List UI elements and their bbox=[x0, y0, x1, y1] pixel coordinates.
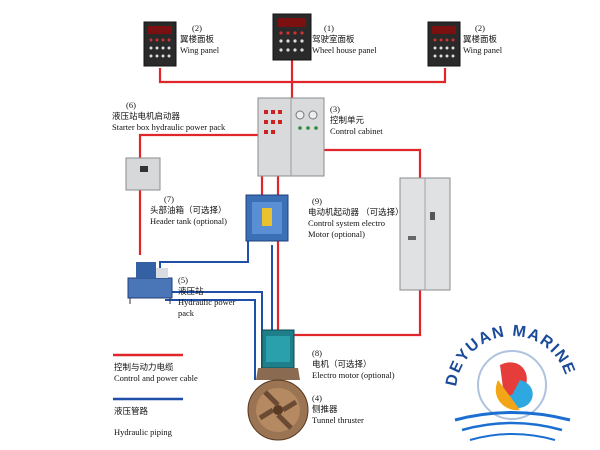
hydraulic-power-pack bbox=[127, 262, 173, 304]
tunnel-thruster-label: (4) 侧推器 Tunnel thruster bbox=[312, 393, 364, 425]
header-tank bbox=[245, 194, 289, 242]
hydraulic-pack-label: (5) 液压站 Hydraulic power pack bbox=[178, 275, 236, 318]
starter-box bbox=[125, 157, 161, 191]
cable-wing-bus bbox=[158, 68, 447, 84]
motor-starter-cabinet bbox=[399, 177, 451, 291]
wing-panel-left bbox=[143, 21, 177, 67]
legend-power: 控制与动力电缆 Control and power cable bbox=[114, 362, 198, 383]
starter-box-label: (6) 液压站电机启动器 Starter box hydraulic power… bbox=[112, 100, 226, 132]
legend-hydraulic: 液压管路 Hydraulic piping bbox=[114, 406, 172, 437]
electro-motor bbox=[261, 329, 295, 369]
cable-cabinet-starter bbox=[138, 133, 258, 162]
wheelhouse-panel bbox=[272, 13, 312, 61]
pipe-tank-pack-1 bbox=[159, 238, 249, 270]
wing-panel-left-label: (2) 翼楼面板 Wing panel bbox=[180, 23, 220, 55]
tunnel-thruster bbox=[247, 368, 309, 441]
wing-panel-right-label: (2) 翼楼面板 Wing panel bbox=[463, 23, 503, 55]
wing-panel-right bbox=[427, 21, 461, 67]
control-cabinet-label: (3) 控制单元 Control cabinet bbox=[330, 104, 383, 136]
electro-motor-label: (8) 电机（可选择） Electro motor (optional) bbox=[312, 348, 395, 380]
deyuan-logo: DEYUAN MARINE bbox=[443, 323, 577, 441]
wheelhouse-label: (1) 驾驶室面板 Wheel house panel bbox=[312, 23, 377, 55]
pipe-pack-thruster-1 bbox=[165, 299, 256, 380]
cable-motorstarter-motor bbox=[290, 290, 422, 337]
cable-cabinet-motorstarter bbox=[320, 148, 422, 180]
header-tank-label: (7) 头部油箱（可选择） Header tank (optional) bbox=[150, 194, 227, 226]
control-cabinet bbox=[257, 97, 325, 177]
control-system-label: (9) 电动机起动器 （可选择） Control system electro … bbox=[308, 196, 404, 239]
